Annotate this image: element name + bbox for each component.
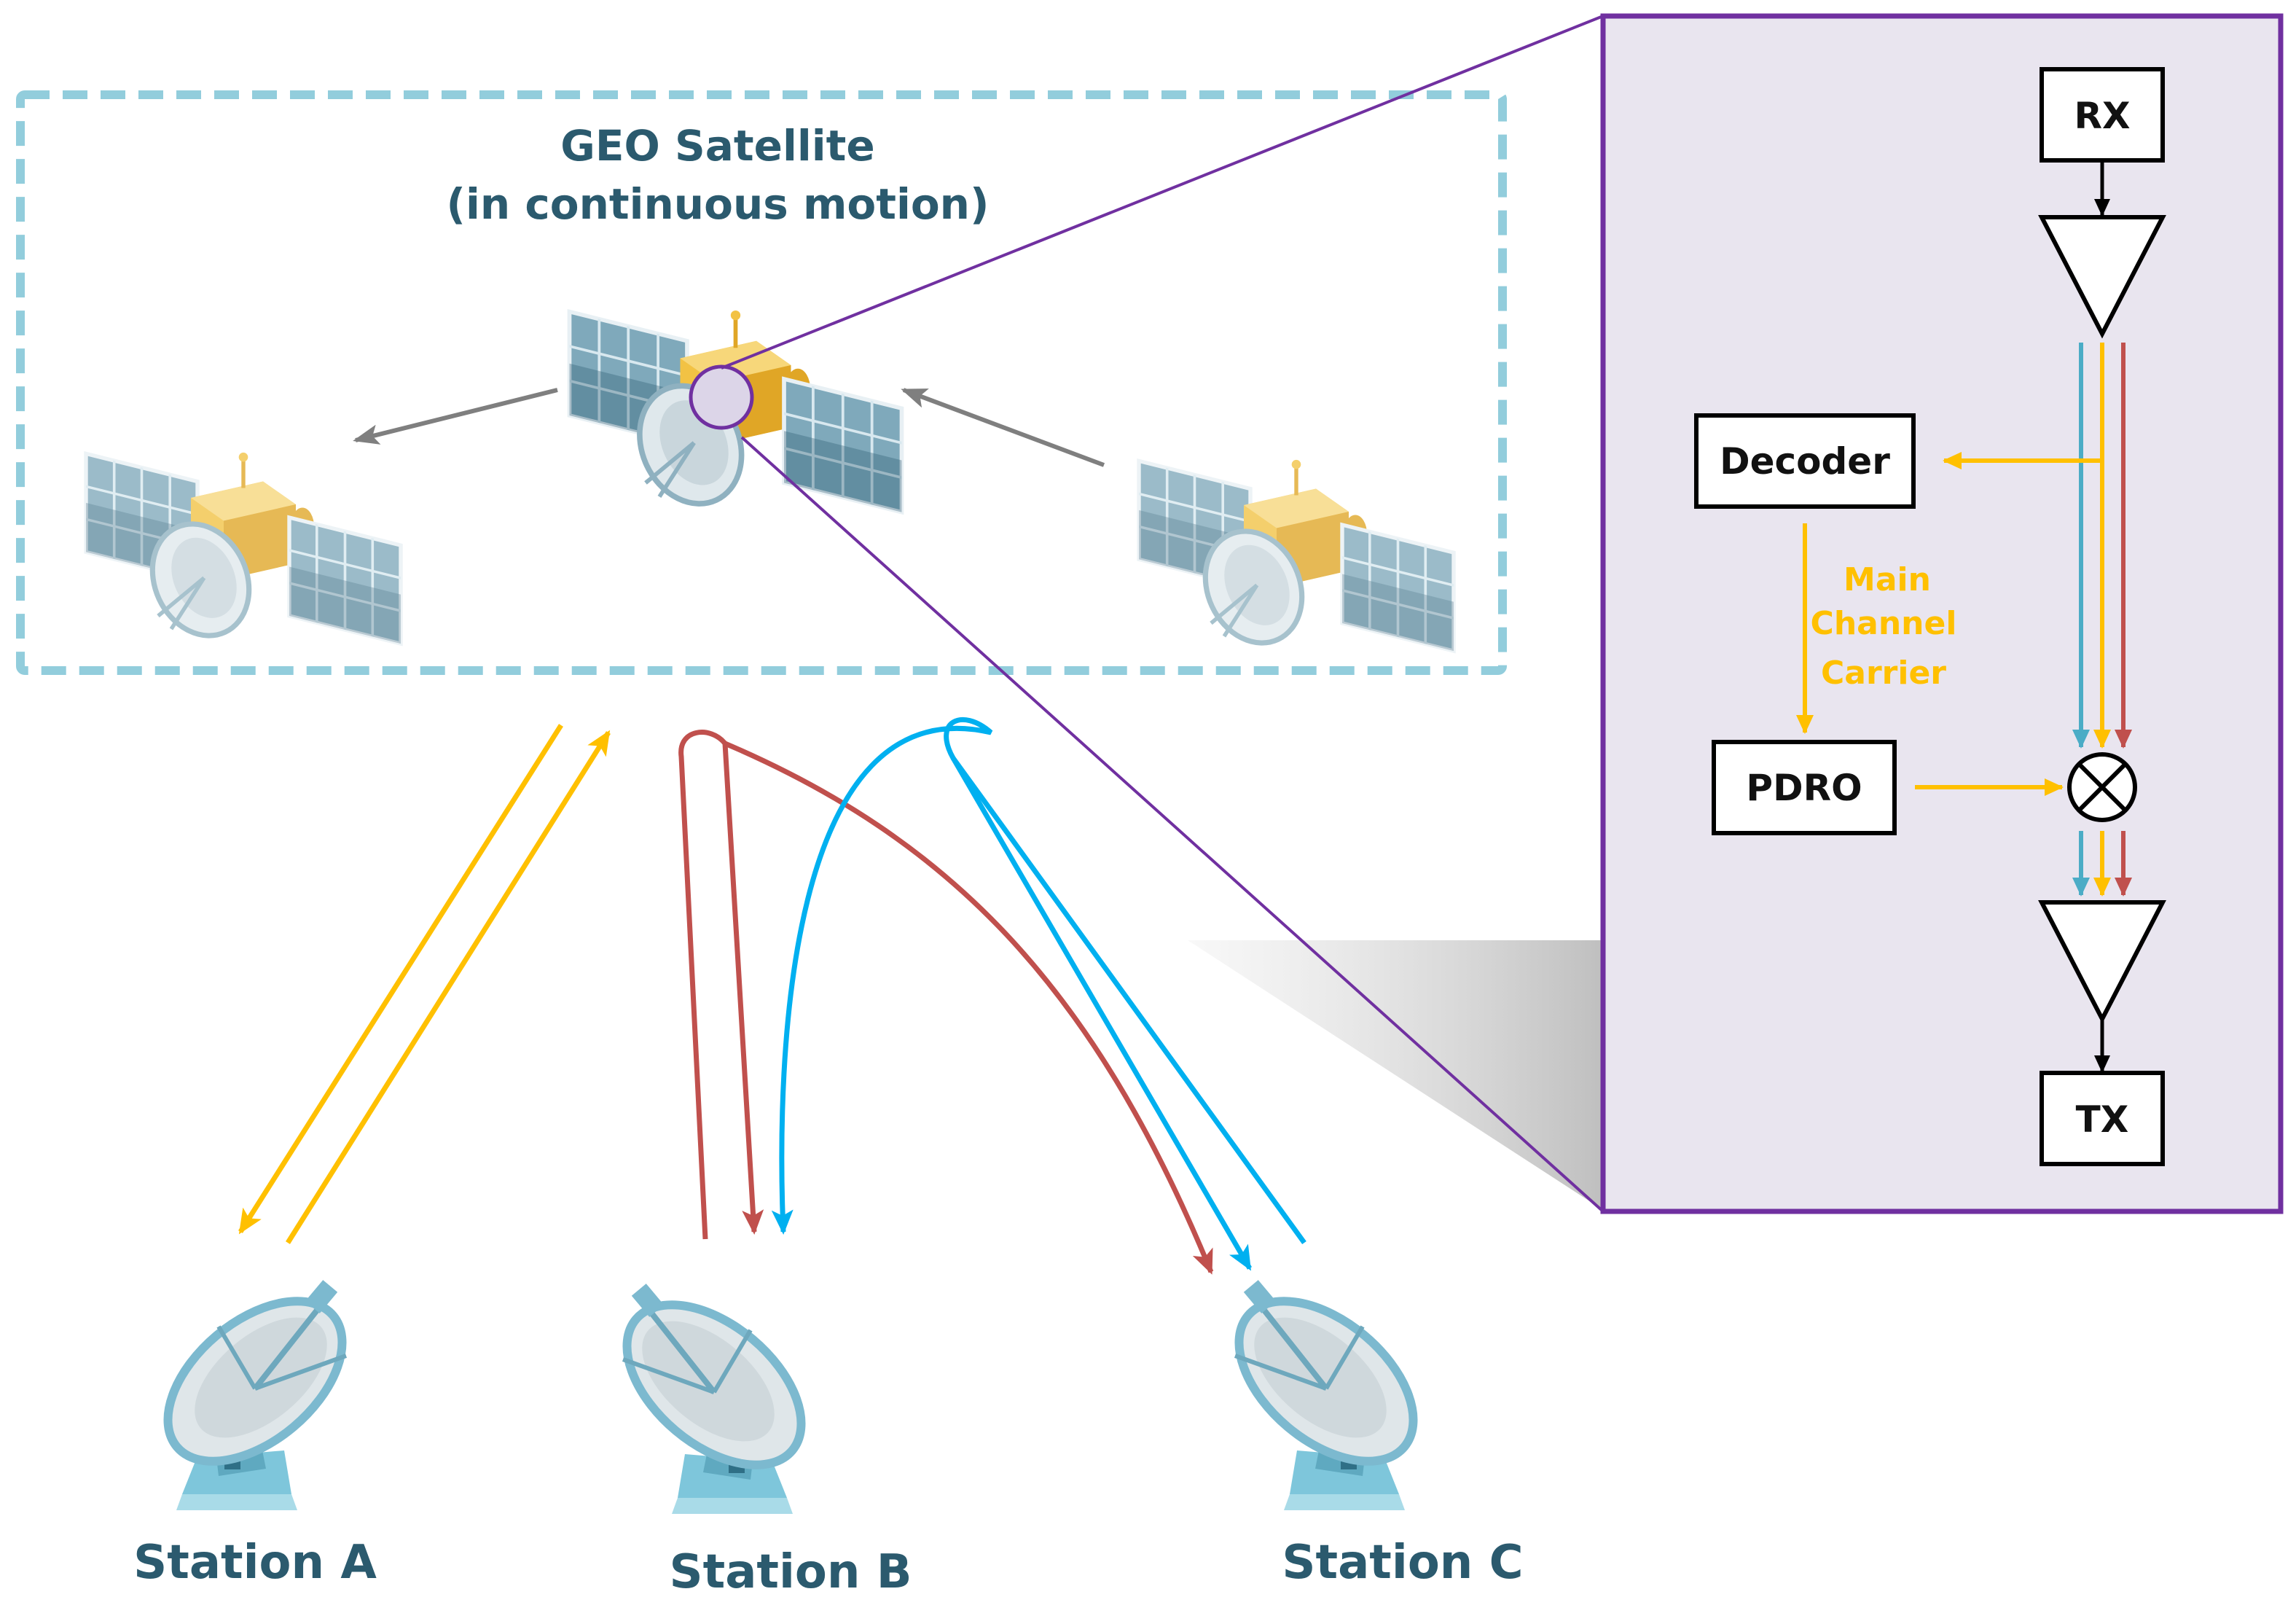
decoder-box[interactable] [1694,413,1916,509]
carrier-label-line2: Channel [1811,605,1957,642]
satellite-right-icon [1139,460,1454,659]
transponder-panel [1600,13,2284,1214]
input-amplifier[interactable] [2038,215,2166,339]
tx-box[interactable] [2040,1071,2165,1166]
carrier-label-line3: Carrier [1821,655,1946,692]
station-a-downlink [238,724,563,1235]
station-c-downlink-to-c [950,757,1253,1271]
satellite-left-icon [86,453,401,652]
station-a-label: Station A [133,1536,377,1590]
zoom-leader-bottom [740,436,1605,1213]
station-b-label: Station B [670,1545,912,1599]
tx-label: TX [2076,1098,2129,1141]
rx-label: RX [2074,95,2130,137]
station-c-dish-icon[interactable] [1210,1270,1443,1510]
station-a-uplink [286,730,611,1244]
station-a-dish-icon[interactable] [138,1270,372,1510]
mixer-icon[interactable] [2067,752,2137,822]
satellite-title-line1: GEO Satellite [560,121,874,171]
zoom-leader-top [721,15,1604,370]
station-b-uplink-to-b [678,730,764,1240]
transponder-zoom-circle[interactable] [689,364,754,430]
carrier-label-line1: Main [1844,561,1931,598]
output-amplifier[interactable] [2038,900,2166,1024]
motion-arrow-right [901,388,1105,467]
satellite-title-line2: (in continuous motion) [447,179,990,229]
station-c-label: Station C [1282,1536,1523,1590]
station-b-downlink-to-c [724,741,1214,1275]
pdro-label: PDRO [1746,767,1862,809]
satellite-area-frame [16,90,1507,675]
station-c-uplink-to-b [771,717,1306,1245]
zoom-shadow [1188,940,1603,1210]
decoder-label: Decoder [1720,440,1890,483]
pdro-box[interactable] [1712,740,1897,835]
station-b-dish-icon[interactable] [597,1273,831,1514]
motion-arrow-left [353,388,558,445]
